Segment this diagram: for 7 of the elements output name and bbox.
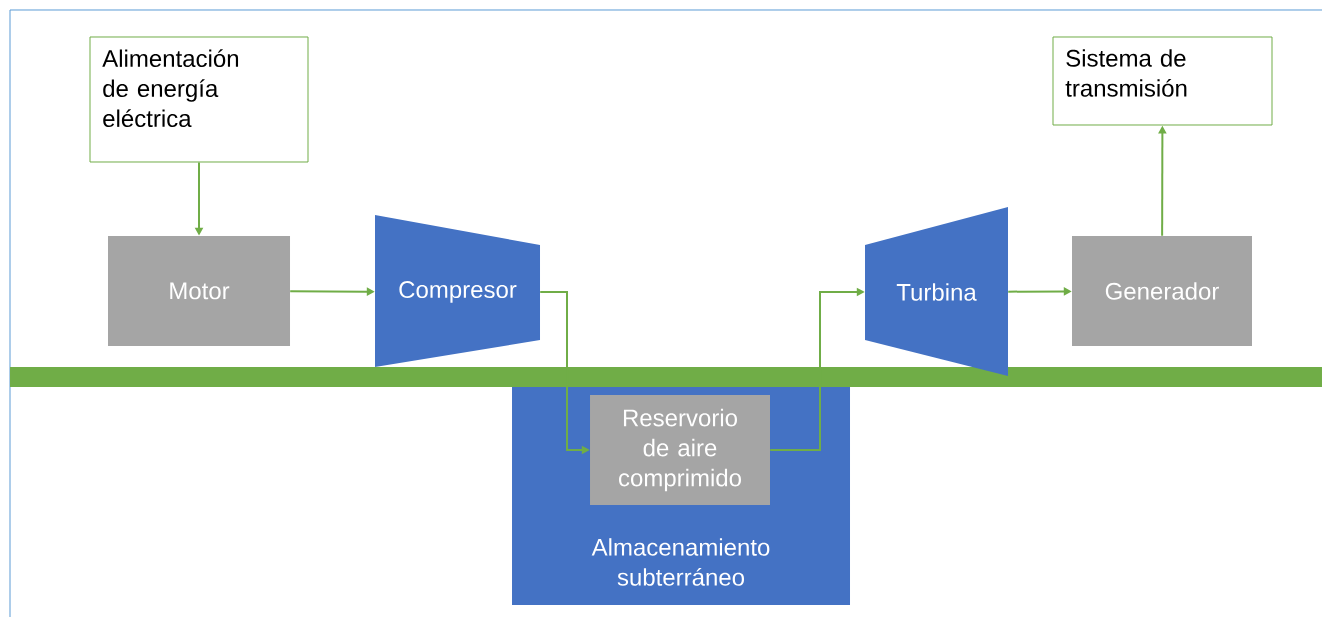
trapezoid-block: Turbina — [865, 207, 1008, 376]
process-box: Motor — [108, 236, 290, 346]
process-box: Reservorio de aire comprimido — [590, 395, 770, 505]
trapezoid-block: Compresor — [375, 215, 540, 367]
text-box: Sistema de transmisión — [1052, 36, 1273, 126]
text-box: Alimentación de energía eléctrica — [89, 36, 309, 163]
process-box: Generador — [1072, 236, 1252, 346]
